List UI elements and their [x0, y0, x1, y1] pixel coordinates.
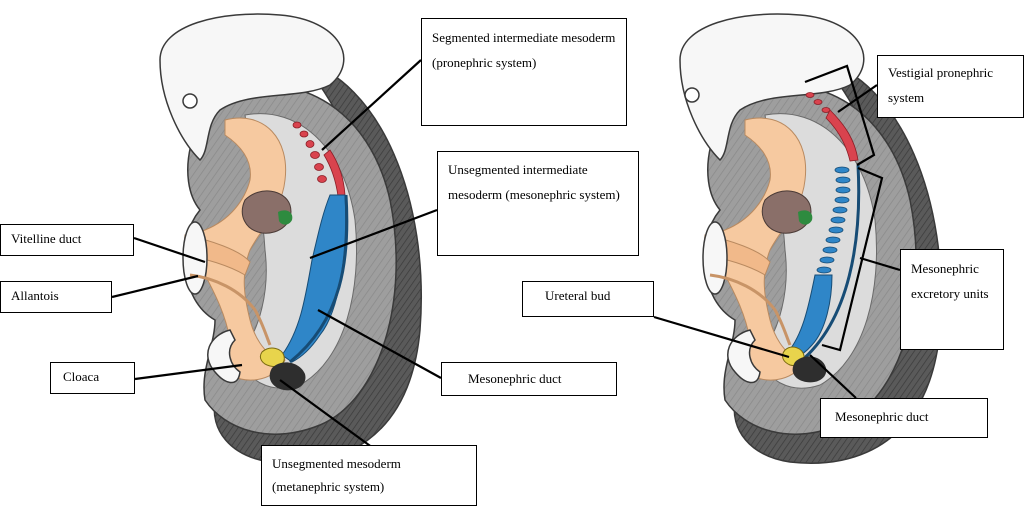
label-allantois: Allantois	[0, 281, 112, 313]
label-mesonephric-duct-left: Mesonephric duct	[441, 362, 617, 396]
label-mesonephric-duct-right: Mesonephric duct	[820, 398, 988, 438]
right-embryo-eye	[685, 88, 699, 102]
leader-allantois	[112, 276, 198, 297]
label-unsegmented-intermediate-mesoderm: Unsegmented intermediate mesoderm (meson…	[437, 151, 639, 256]
label-vitelline-duct: Vitelline duct	[0, 224, 134, 256]
label-mesonephric-excretory-units: Mesonephric excretory units	[900, 249, 1004, 350]
label-unsegmented-mesoderm: Unsegmented mesoderm (metanephric system…	[261, 445, 477, 506]
label-cloaca: Cloaca	[50, 362, 135, 394]
label-vestigial-pronephric-system: Vestigial pronephric system	[877, 55, 1024, 118]
right-umbilical-ring	[703, 222, 727, 294]
left-embryo	[160, 14, 421, 463]
label-segmented-intermediate-mesoderm: Segmented intermediate mesoderm (proneph…	[421, 18, 627, 126]
label-ureteral-bud: Ureteral bud	[522, 281, 654, 317]
left-embryo-eye	[183, 94, 197, 108]
